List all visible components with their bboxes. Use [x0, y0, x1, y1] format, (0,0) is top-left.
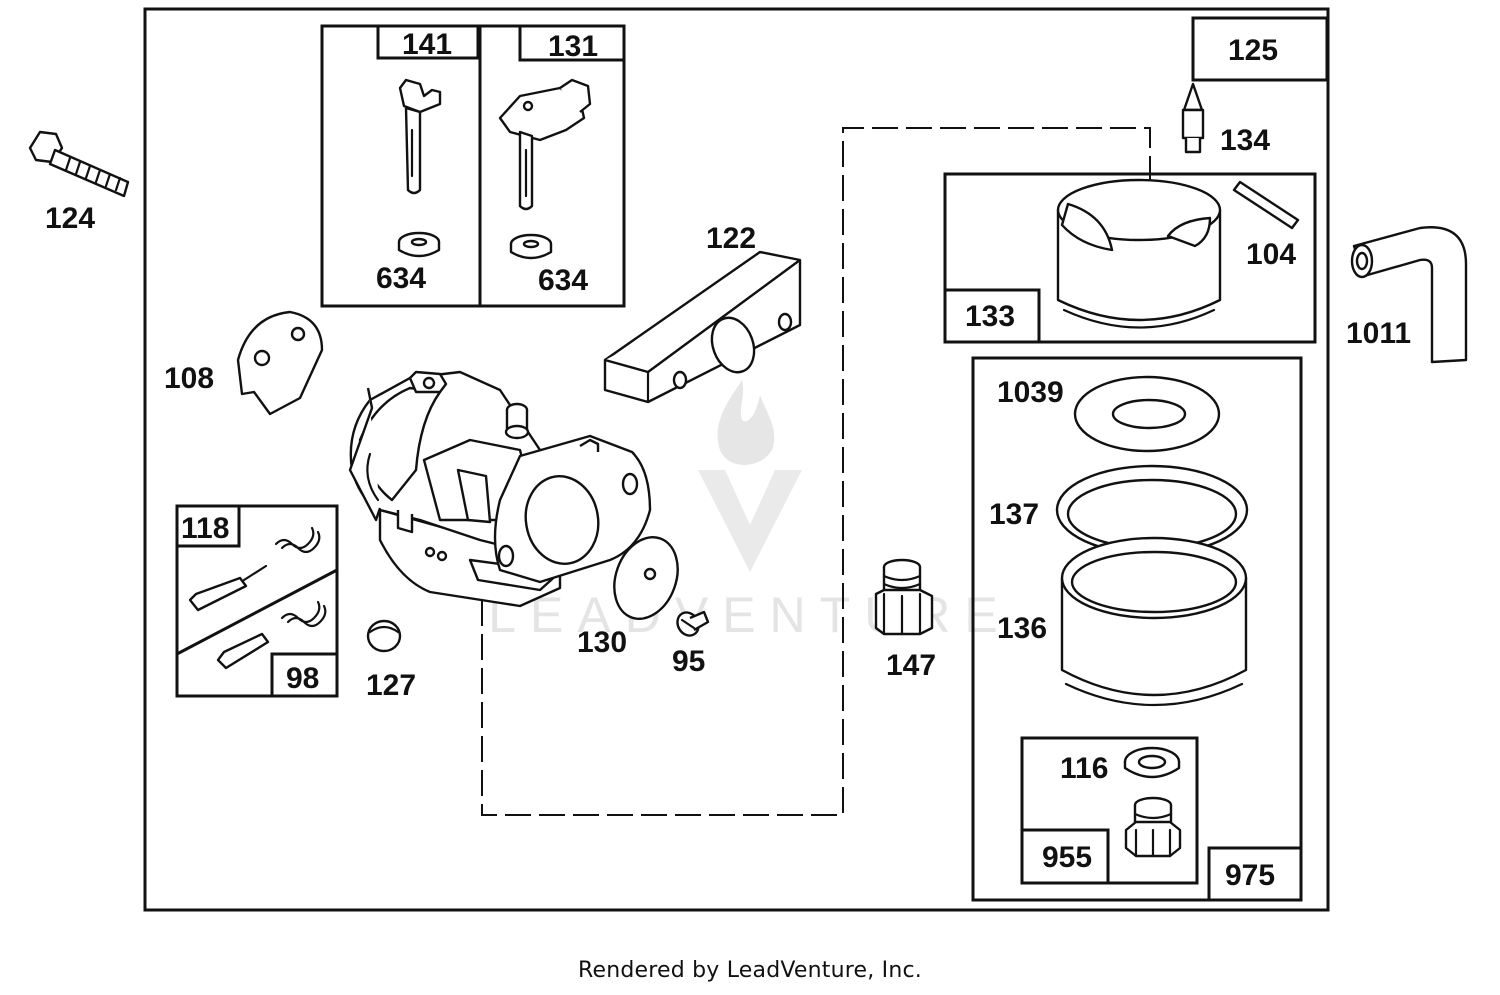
- label-130: 130: [577, 626, 627, 659]
- label-118: 118: [181, 512, 229, 545]
- throttle-shaft-131: [498, 78, 592, 211]
- label-95: 95: [672, 645, 705, 678]
- throttle-plate-130: [613, 536, 679, 620]
- idle-screw-118: [188, 526, 321, 612]
- float-133: [1056, 178, 1222, 329]
- box-975: [971, 356, 1303, 902]
- label-136: 136: [997, 612, 1047, 645]
- label-108: 108: [164, 362, 214, 395]
- choke-shaft-141: [398, 78, 442, 195]
- box-118-98: [175, 504, 339, 698]
- box-133: [943, 172, 1317, 344]
- tag-125: [1191, 16, 1329, 82]
- welch-plug-127: [366, 619, 402, 653]
- tag-118: [175, 504, 241, 548]
- label-127: 127: [366, 669, 416, 702]
- label-116: 116: [1060, 752, 1108, 785]
- dashed-linkage: [481, 127, 1151, 816]
- washer-634a: [397, 231, 441, 258]
- main-frame: [143, 7, 1330, 912]
- tag-98: [270, 652, 339, 698]
- washer-634b: [509, 233, 553, 260]
- bolt-124: [28, 130, 130, 198]
- gasket-122: [603, 250, 802, 404]
- gasket-1039: [1073, 375, 1221, 453]
- label-1011: 1011: [1346, 317, 1411, 350]
- tag-955: [1020, 828, 1110, 885]
- label-634a: 634: [376, 262, 426, 295]
- label-104: 104: [1246, 238, 1296, 271]
- label-124: 124: [45, 202, 95, 235]
- footer-credit: Rendered by LeadVenture, Inc.: [578, 958, 922, 983]
- divider-118-98: [176, 568, 338, 656]
- washer-116: [1123, 746, 1181, 779]
- label-955: 955: [1042, 841, 1092, 874]
- tag-131: [518, 24, 626, 62]
- label-133: 133: [965, 300, 1015, 333]
- needle-valve-134: [1181, 82, 1205, 154]
- watermark-text: LEADVENTURE: [488, 587, 1012, 643]
- label-147: 147: [886, 649, 936, 682]
- label-122: 122: [706, 222, 756, 255]
- tag-141: [376, 24, 480, 60]
- label-141: 141: [402, 28, 452, 61]
- label-131: 131: [548, 30, 598, 63]
- bowl-nut-955: [1124, 796, 1182, 858]
- label-634b: 634: [538, 264, 588, 297]
- float-bowl-136: [1060, 536, 1248, 707]
- tag-133: [943, 288, 1041, 344]
- hinge-pin-104: [1232, 180, 1300, 230]
- carburetor-body: [348, 370, 652, 608]
- hose-1011: [1350, 226, 1468, 364]
- screw-95: [676, 610, 710, 637]
- mixture-screw-98: [216, 600, 327, 670]
- fitting-147: [874, 558, 934, 636]
- tag-975: [1207, 846, 1303, 902]
- label-137: 137: [989, 498, 1039, 531]
- label-975: 975: [1225, 859, 1275, 892]
- plate-108: [236, 310, 324, 416]
- label-98: 98: [286, 662, 319, 695]
- label-125: 125: [1228, 34, 1278, 67]
- label-134: 134: [1220, 124, 1270, 157]
- label-1039: 1039: [997, 376, 1064, 409]
